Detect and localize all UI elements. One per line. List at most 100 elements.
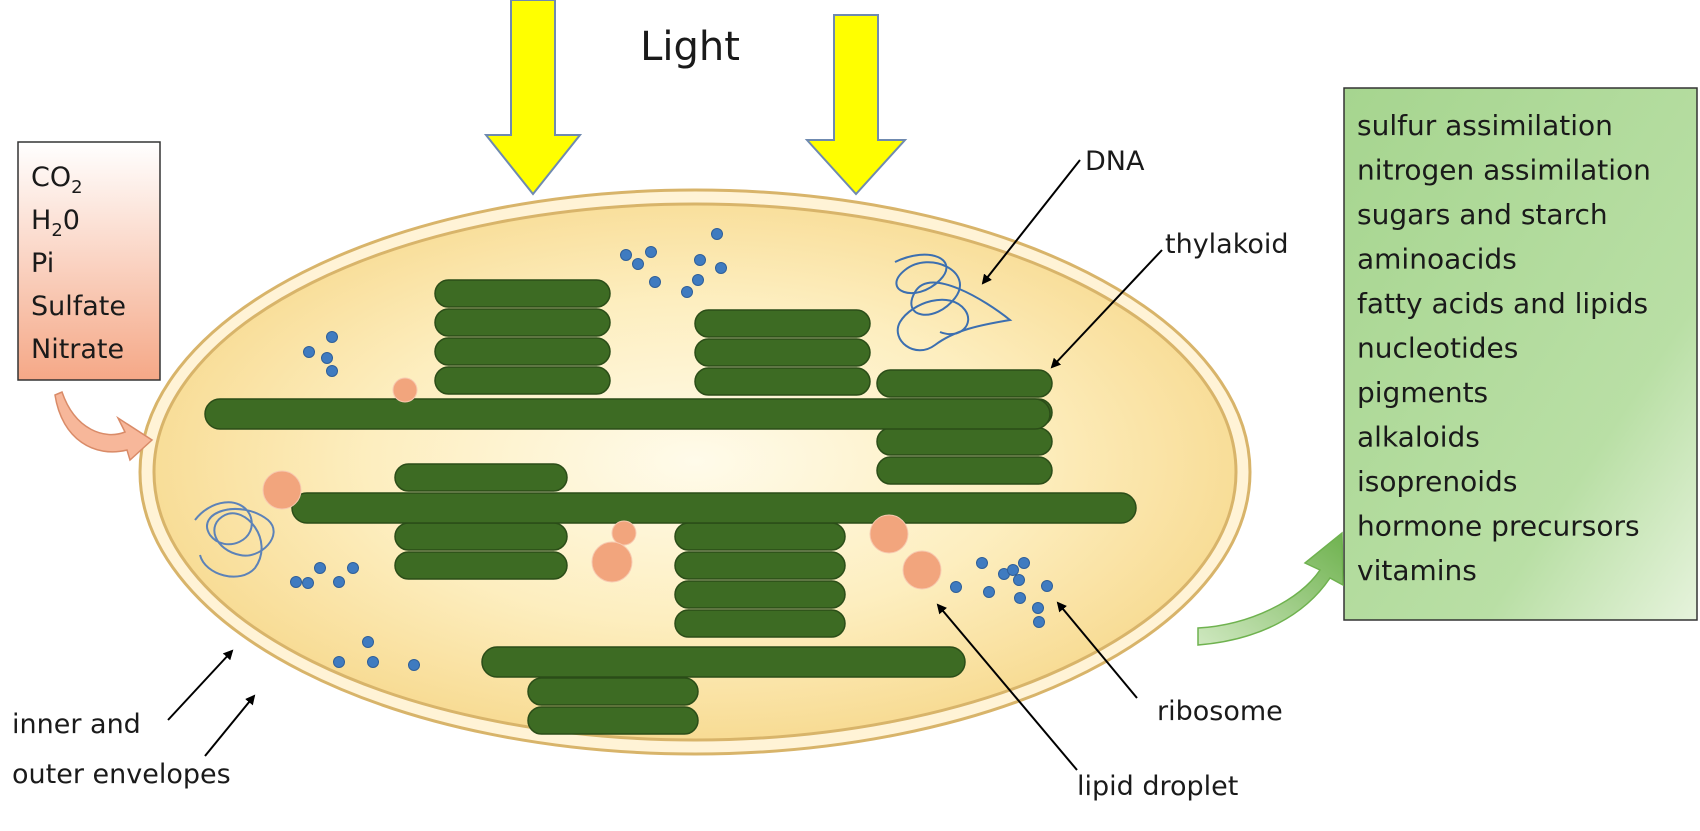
product-item: vitamins [1357, 554, 1477, 587]
ribosome [326, 331, 338, 343]
ribosome [1032, 602, 1044, 614]
light-arrow-right [804, 14, 908, 196]
product-item: nitrogen assimilation [1357, 154, 1651, 187]
ribosome [1018, 557, 1030, 569]
inner-envelope-pointer [167, 649, 234, 721]
input-arrow [54, 390, 154, 462]
thylakoid-disc [674, 551, 846, 580]
thylakoid-disc [876, 427, 1053, 456]
output-box [1343, 87, 1698, 621]
dna-pointer [981, 159, 1081, 285]
ribosome [321, 352, 333, 364]
lipid-droplet-label: lipid droplet [1077, 771, 1238, 802]
dna-label: DNA [1085, 146, 1145, 177]
thylakoid-disc [674, 609, 846, 638]
product-item: alkaloids [1357, 421, 1480, 454]
envelope-label-line2: outer envelopes [12, 759, 231, 790]
input-h2o: H20 [31, 205, 80, 241]
ribosomes [290, 228, 1053, 671]
thylakoid-disc [394, 551, 568, 580]
ribosome [1014, 592, 1026, 604]
ribosome [1041, 580, 1053, 592]
ribosome [333, 576, 345, 588]
thylakoid-disc [876, 456, 1053, 485]
ribosome [649, 276, 661, 288]
lipid-droplet [611, 520, 637, 546]
ribosome [290, 576, 302, 588]
thylakoid-disc [204, 398, 1051, 430]
thylakoid-disc [434, 308, 611, 337]
dna-strand-left [194, 501, 275, 578]
ribosome [326, 365, 338, 377]
product-item: sulfur assimilation [1357, 109, 1613, 142]
product-item: pigments [1357, 376, 1488, 409]
input-sulfate: Sulfate [31, 291, 126, 322]
thylakoid-disc [694, 309, 871, 338]
ribosome [1033, 616, 1045, 628]
output-arrow [1197, 531, 1344, 646]
input-nitrate: Nitrate [31, 334, 124, 365]
thylakoid-disc [876, 369, 1053, 398]
stroma [152, 202, 1238, 742]
product-item: fatty acids and lipids [1357, 287, 1648, 320]
product-item: sugars and starch [1357, 198, 1608, 231]
thylakoid-label: thylakoid [1165, 229, 1289, 260]
thylakoid-disc [694, 367, 871, 396]
ribosome [632, 258, 644, 270]
ribosome [333, 656, 345, 668]
ribosome [302, 577, 314, 589]
product-item: nucleotides [1357, 332, 1518, 365]
thylakoid-disc [674, 522, 846, 551]
lipid-droplet [869, 514, 909, 554]
input-co2: CO2 [31, 162, 83, 198]
thylakoid-disc [434, 366, 611, 395]
ribosome [983, 586, 995, 598]
outer-envelope-pointer [204, 694, 256, 757]
thylakoid-disc [394, 522, 568, 551]
light-arrow-left [483, 0, 583, 196]
lipid-droplets [262, 377, 942, 590]
dna-strand-top [894, 253, 1013, 352]
thylakoid-system [204, 279, 1137, 735]
ribosome [347, 562, 359, 574]
lipid-droplet [392, 377, 418, 403]
thylakoid-disc [434, 337, 611, 366]
thylakoid-pointer [1050, 249, 1163, 369]
ribosome [976, 557, 988, 569]
ribosome [1007, 564, 1019, 576]
thylakoid-disc [527, 706, 699, 735]
thylakoid-disc [291, 492, 1137, 524]
ribosome [1013, 574, 1025, 586]
ribosome [367, 656, 379, 668]
lipid-droplet-pointer [936, 603, 1078, 771]
ribosome [314, 562, 326, 574]
ribosome [620, 249, 632, 261]
thylakoid-disc [394, 463, 568, 492]
product-item: aminoacids [1357, 243, 1517, 276]
ribosome [694, 254, 706, 266]
light-label: Light [640, 24, 740, 70]
ribosome [645, 246, 657, 258]
thylakoid-disc [481, 646, 966, 678]
input-box [17, 141, 161, 381]
product-item: hormone precursors [1357, 510, 1640, 543]
input-list: CO2 H20 Pi Sulfate Nitrate [31, 162, 126, 365]
ribosome [408, 659, 420, 671]
ribosome [950, 581, 962, 593]
envelope-label-line1: inner and [12, 709, 141, 740]
ribosome-label: ribosome [1157, 696, 1283, 727]
lipid-droplet [262, 470, 302, 510]
lipid-droplet [902, 550, 942, 590]
product-item: isoprenoids [1357, 465, 1517, 498]
ribosome-pointer [1056, 601, 1138, 699]
ribosome [711, 228, 723, 240]
ribosome [681, 286, 693, 298]
lipid-droplet [591, 541, 633, 583]
ribosome [692, 274, 704, 286]
ribosome [362, 636, 374, 648]
ribosome [303, 346, 315, 358]
thylakoid-disc [674, 580, 846, 609]
ribosome [715, 262, 727, 274]
thylakoid-disc [434, 279, 611, 308]
